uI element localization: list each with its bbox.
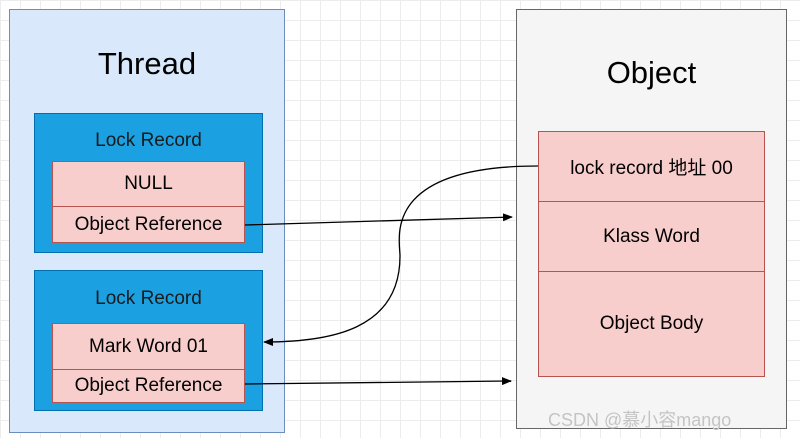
lock-record-1-object-reference-cell: Object Reference (52, 206, 245, 243)
lock-record-2-mark-word-cell: Mark Word 01 (52, 323, 245, 370)
object-body-cell: Object Body (538, 271, 765, 377)
object-title: Object (606, 55, 697, 90)
lock-record-2-object-reference-cell: Object Reference (52, 369, 245, 403)
lock-record-2-label: Lock Record (95, 288, 202, 309)
object-mark-word-cell: lock record 地址 00 (538, 131, 765, 202)
reference-arrow-1 (244, 213, 513, 226)
lock-record-pointer-arrow (263, 165, 539, 346)
object-klass-word-cell: Klass Word (538, 201, 765, 272)
csdn-watermark: CSDN @慕小容mango (548, 410, 732, 430)
reference-arrow-2 (244, 377, 512, 386)
thread-title: Thread (97, 46, 197, 81)
lock-record-1-label: Lock Record (95, 130, 202, 151)
lock-record-1-null-cell: NULL (52, 161, 245, 207)
